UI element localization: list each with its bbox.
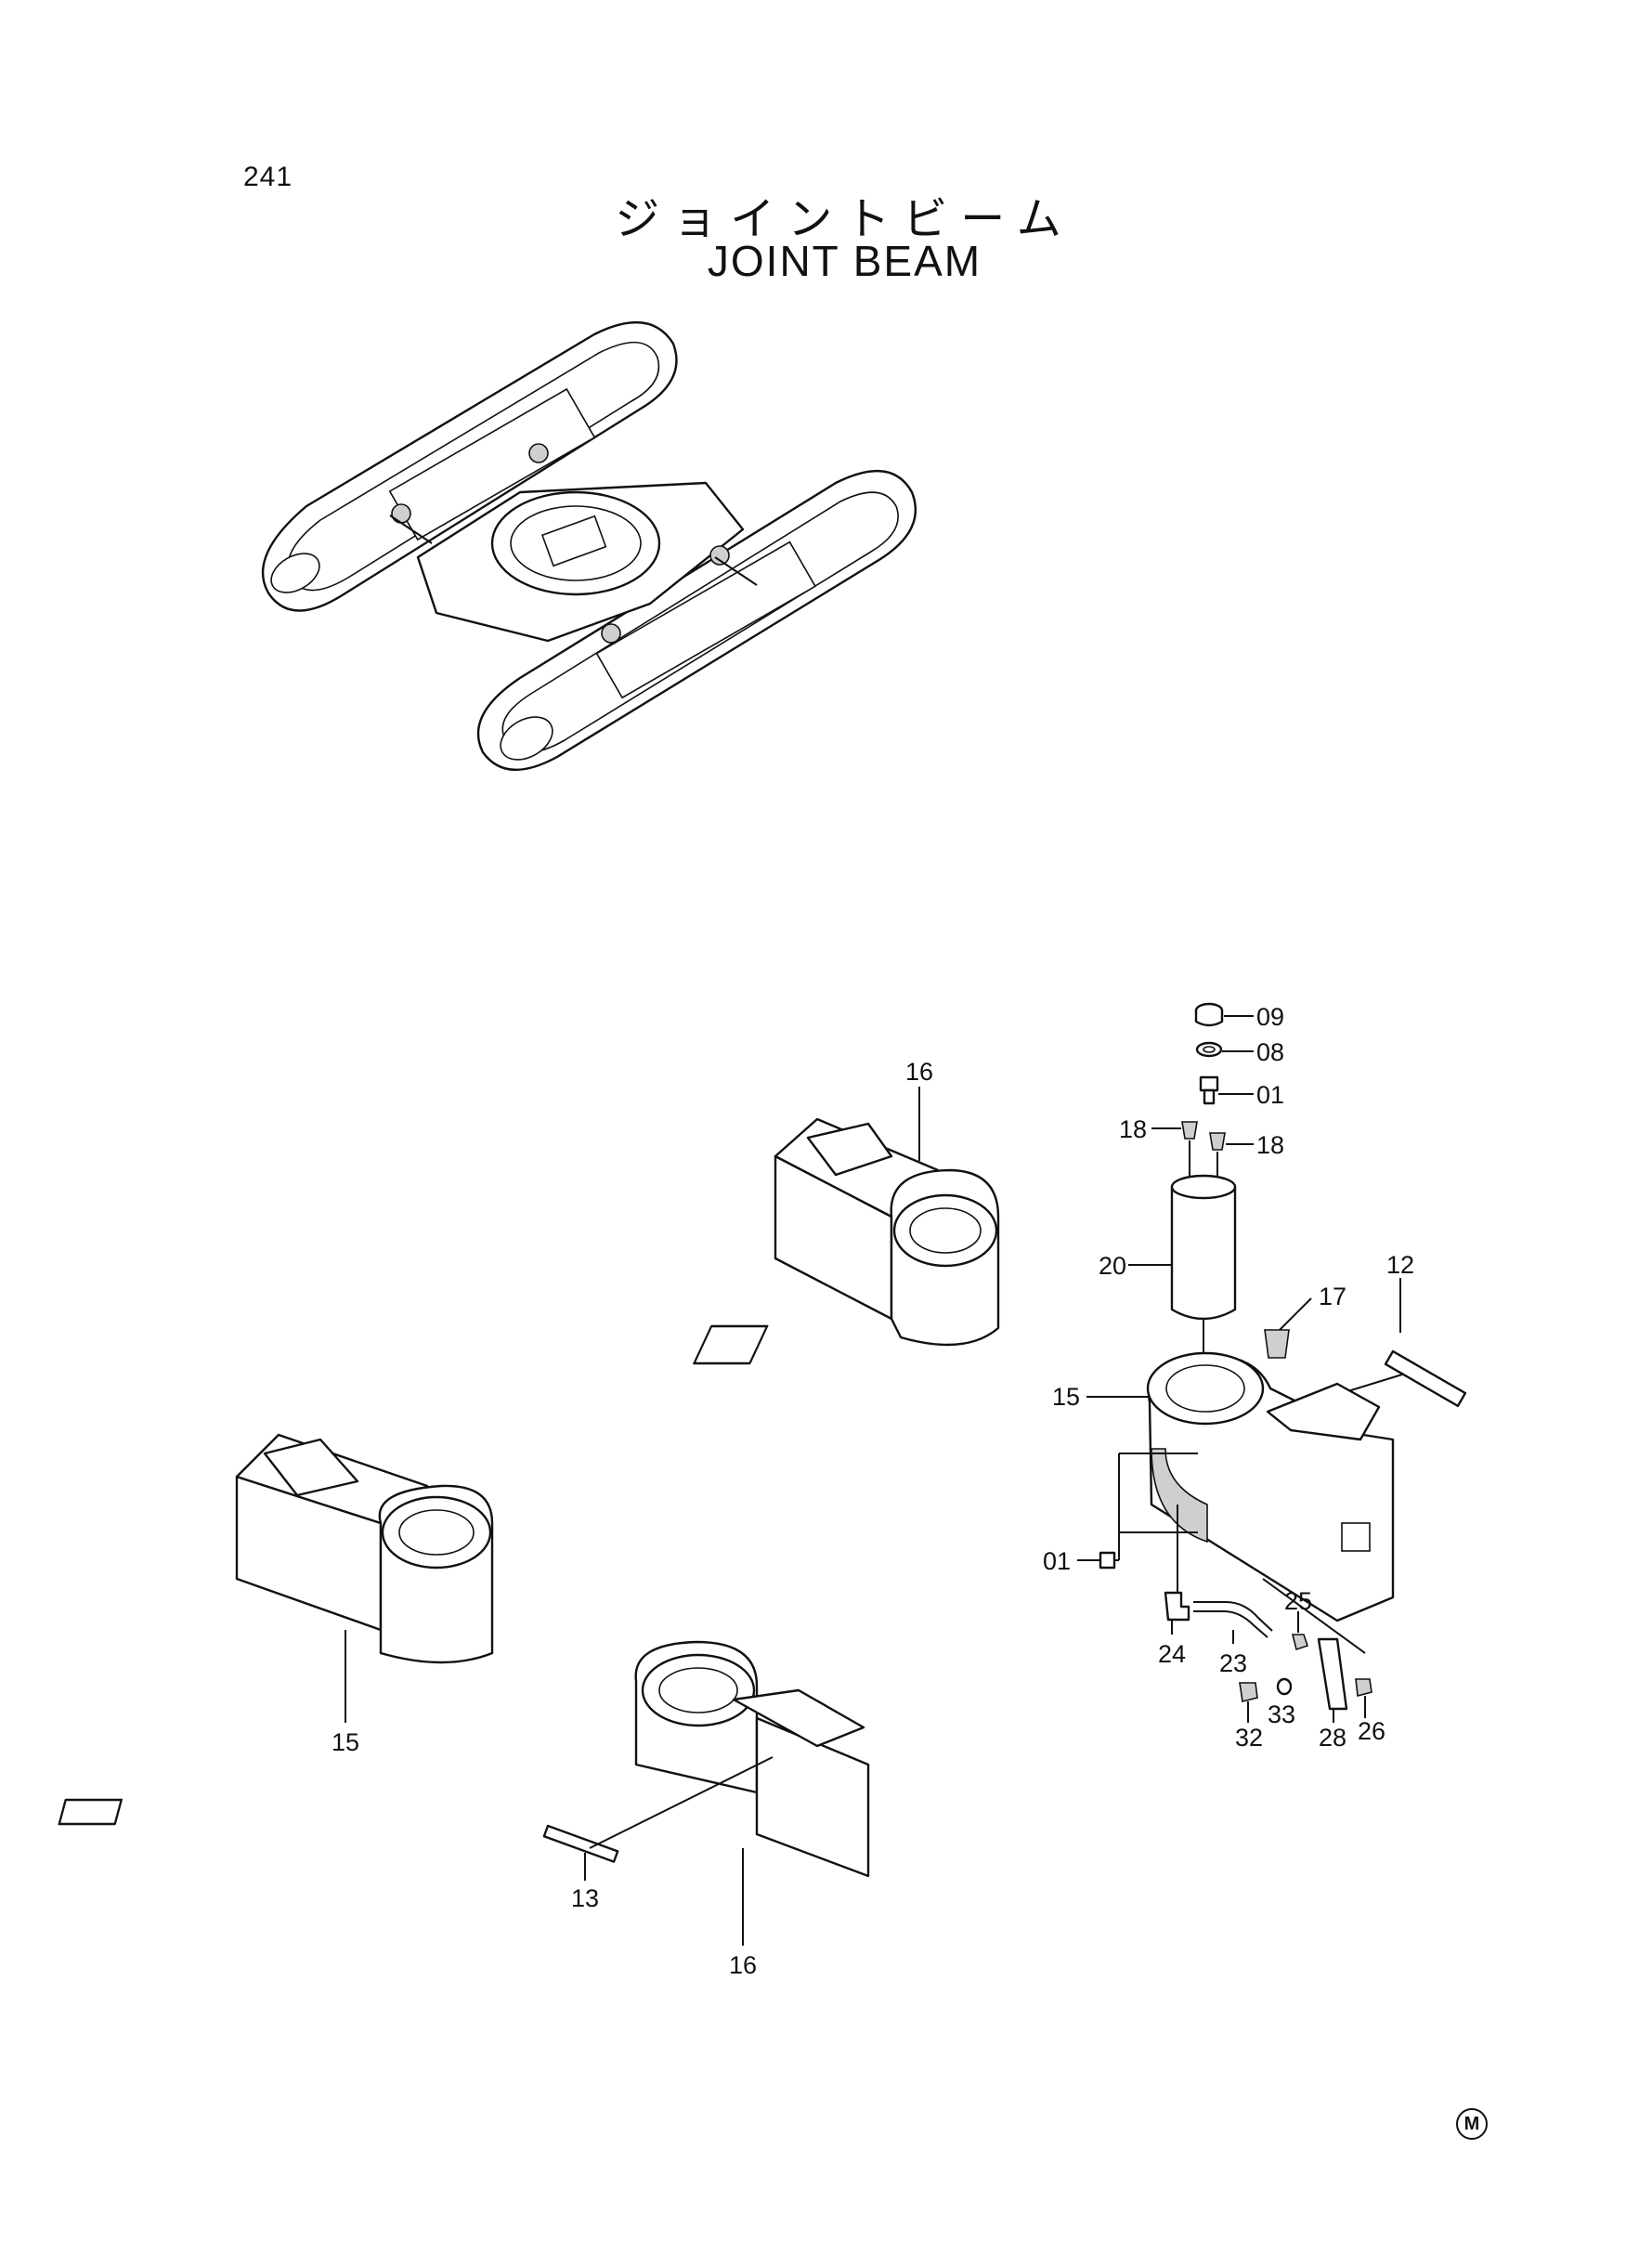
callout-24: 24 xyxy=(1158,1640,1186,1668)
callout-32: 32 xyxy=(1235,1724,1263,1752)
title-japanese: ジョイントビーム xyxy=(615,195,1074,244)
callout-25: 25 xyxy=(1284,1587,1312,1615)
joint-beam-16-lower xyxy=(58,1640,870,1946)
callout-23: 23 xyxy=(1219,1649,1247,1677)
callout-01-side: 01 xyxy=(1043,1547,1071,1575)
callout-08: 08 xyxy=(1256,1038,1284,1066)
joint-beam-15-left xyxy=(235,1433,494,1723)
callout-33: 33 xyxy=(1268,1700,1295,1728)
manufacturer-mark: M xyxy=(1456,2108,1488,2140)
callout-12: 12 xyxy=(1386,1251,1414,1279)
callout-labels: 09 08 01 18 18 20 16 17 12 15 01 24 23 2… xyxy=(332,1003,1414,1979)
callout-26: 26 xyxy=(1358,1717,1385,1745)
callout-18-left: 18 xyxy=(1119,1115,1147,1143)
callout-16-upper: 16 xyxy=(905,1058,933,1086)
callout-28: 28 xyxy=(1319,1724,1346,1752)
exploded-joint-beam-assembly xyxy=(693,1002,1467,1723)
callout-20: 20 xyxy=(1099,1252,1126,1280)
page-number: 241 xyxy=(243,162,293,192)
callout-09: 09 xyxy=(1256,1003,1284,1031)
joint-beam-16-upper xyxy=(774,1087,1000,1347)
callout-16-lower: 16 xyxy=(729,1951,757,1979)
callout-17: 17 xyxy=(1319,1283,1346,1310)
undercarriage-overview xyxy=(261,320,917,771)
callout-15-left: 15 xyxy=(332,1728,359,1756)
title-english: JOINT BEAM xyxy=(707,237,982,285)
callout-15-right: 15 xyxy=(1052,1383,1080,1411)
callout-18-right: 18 xyxy=(1256,1131,1284,1159)
callout-01-top: 01 xyxy=(1256,1081,1284,1109)
callout-13: 13 xyxy=(571,1884,599,1912)
